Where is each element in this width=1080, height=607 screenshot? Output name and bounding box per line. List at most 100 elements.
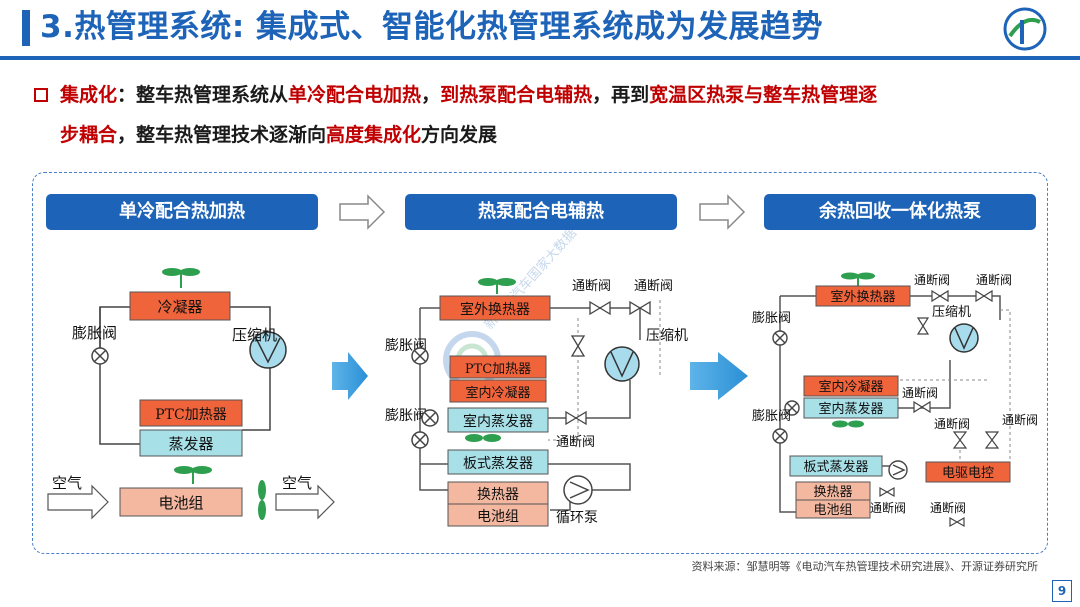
source-note: 资料来源：邹慧明等《电动汽车热管理技术研究进展》、开源证券研究所 [691, 560, 1039, 573]
fan-icon [465, 434, 501, 442]
expansion-valve-label: 膨胀阀 [752, 311, 791, 326]
motor-control-label: 电驱电控 [942, 466, 994, 481]
compressor-icon [604, 346, 640, 382]
air-out-label: 空气 [282, 474, 312, 492]
indoor-condenser-block [449, 379, 547, 403]
expansion-valve-icon [772, 428, 788, 444]
intro-line-1: 集成化：整车热管理系统从单冷配合电加热，到热泵配合电辅热，再到宽温区热泵与整车热… [60, 76, 877, 114]
condenser-label: 冷凝器 [157, 298, 202, 316]
indoor-evaporator-block [447, 407, 549, 433]
plate-evaporator-label: 板式蒸发器 [463, 456, 533, 472]
fan-icon [174, 466, 212, 484]
shutoff-valve-icon [949, 516, 965, 528]
battery-block [119, 487, 243, 517]
flow-arrow-icon [332, 352, 368, 400]
ptc-heater-label: PTC加热器 [155, 407, 226, 423]
condenser-block [129, 291, 231, 321]
valve-label: 通断阀 [572, 279, 611, 294]
indoor-evaporator-label: 室内蒸发器 [818, 401, 883, 417]
air-out-arrow-icon [275, 484, 335, 520]
intro-text: ，再到 [592, 84, 650, 106]
page-number: 9 [1052, 580, 1072, 602]
pump-label: 循环泵 [556, 510, 598, 526]
expansion-valve-icon [784, 400, 800, 416]
shutoff-valve-icon [565, 410, 587, 426]
expansion-valve-label: 膨胀阀 [385, 407, 427, 424]
indoor-evaporator-label: 室内蒸发器 [463, 413, 533, 430]
valve-label: 通断阀 [870, 500, 906, 515]
indoor-evaporator-block [803, 397, 899, 419]
battery-label: 电池组 [158, 494, 203, 512]
valve-label: 通断阀 [930, 500, 966, 515]
evaporator-label: 蒸发器 [168, 435, 213, 453]
plate-evaporator-block [447, 449, 549, 475]
compressor-label: 压缩机 [932, 304, 971, 320]
intro-text: ，整车热管理技术逐渐向 [117, 124, 327, 146]
air-in-label: 空气 [52, 474, 82, 492]
shutoff-valve-icon [931, 289, 949, 303]
page-title: 3.热管理系统: 集成式、智能化热管理系统成为发展趋势 [40, 9, 824, 45]
valve-label: 通断阀 [914, 272, 950, 287]
battery-label: 电池组 [813, 503, 852, 518]
header-arrow-icon [699, 194, 746, 230]
shutoff-valve-icon [975, 289, 993, 303]
compressor-icon [249, 331, 287, 369]
plate-evaporator-label: 板式蒸发器 [803, 459, 868, 475]
bullet-square-icon [34, 88, 48, 102]
pump-icon [888, 460, 908, 480]
step-header-1: 单冷配合热加热 [46, 194, 318, 230]
shutoff-valve-icon [952, 431, 968, 449]
intro-highlight: 到热泵配合电辅热 [440, 84, 593, 106]
air-in-arrow-icon [47, 484, 109, 520]
fan-icon [162, 268, 200, 288]
intro-highlight: 单冷配合电加热 [288, 84, 422, 106]
ptc-heater-label: PTC加热器 [465, 362, 531, 377]
heat-exchanger-label: 换热器 [813, 485, 852, 500]
diagram-3-dashed-lines [900, 309, 1011, 476]
valve-label: 通断阀 [934, 416, 970, 431]
intro-highlight: 步耦合 [60, 124, 118, 146]
shutoff-valve-icon [984, 431, 1000, 449]
intro-colon: ： [117, 84, 137, 106]
shutoff-valve-icon [913, 400, 931, 414]
header-arrow-icon [339, 194, 386, 230]
intro-label: 集成化 [60, 84, 118, 106]
battery-block [447, 503, 549, 527]
evaporator-block [139, 429, 243, 457]
expansion-valve-icon [411, 431, 429, 449]
shutoff-valve-icon [629, 300, 651, 316]
shutoff-valve-icon [879, 486, 895, 498]
valve-label: 通断阀 [634, 279, 673, 294]
ptc-heater-block [139, 399, 243, 427]
valve-label: 通断阀 [556, 435, 595, 450]
plate-evaporator-block [789, 455, 883, 477]
expansion-valve-icon [421, 409, 439, 427]
diagram-2-dashed-lines [548, 300, 661, 441]
compressor-icon [949, 323, 979, 353]
title-divider [0, 56, 1080, 60]
company-logo-icon [1003, 7, 1047, 51]
fan-icon [832, 420, 864, 428]
fan-icon [258, 480, 266, 520]
battery-label: 电池组 [477, 509, 519, 525]
step-header-2: 热泵配合电辅热 [405, 194, 677, 230]
expansion-valve-label: 膨胀阀 [72, 324, 117, 342]
intro-line-2: 步耦合，整车热管理技术逐渐向高度集成化方向发展 [60, 116, 497, 154]
ptc-heater-block [449, 355, 547, 379]
intro-text: ， [421, 84, 441, 106]
shutoff-valve-icon [589, 300, 611, 316]
shutoff-valve-icon [570, 335, 586, 357]
shutoff-valve-icon [916, 317, 930, 335]
indoor-condenser-label: 室内冷凝器 [465, 385, 530, 401]
outdoor-heat-exchanger-label: 室外换热器 [830, 289, 895, 305]
compressor-label: 压缩机 [232, 326, 277, 344]
expansion-valve-icon [91, 347, 109, 365]
diagram-frame [32, 172, 1048, 554]
intro-text: 整车热管理系统从 [136, 84, 289, 106]
intro-highlight: 高度集成化 [326, 124, 422, 146]
pump-icon [563, 475, 593, 505]
indoor-condenser-block [803, 375, 899, 397]
outdoor-heat-exchanger-block [815, 285, 911, 307]
compressor-label: 压缩机 [646, 328, 688, 344]
